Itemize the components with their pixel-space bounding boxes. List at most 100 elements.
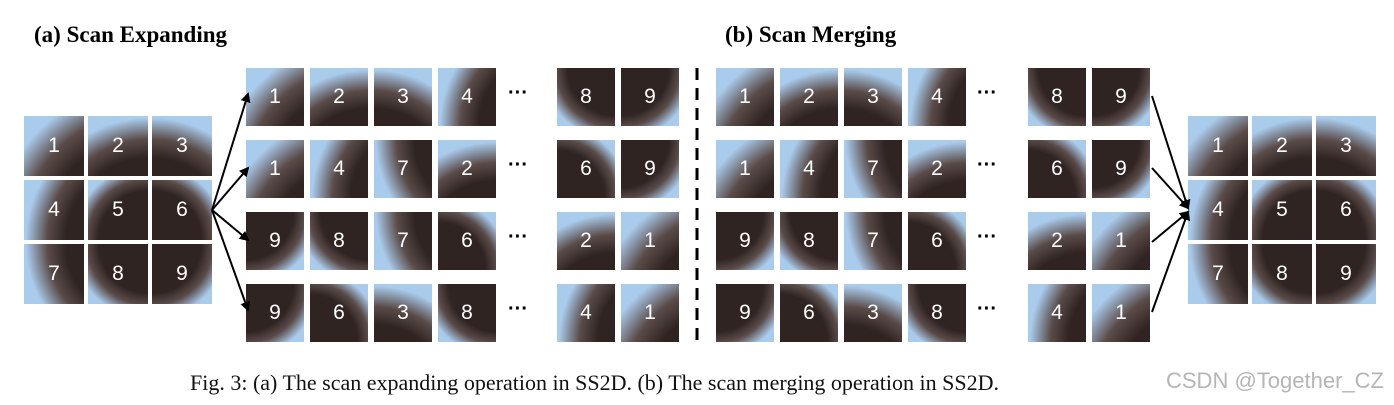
- source-grid-tile-6: 6: [152, 180, 212, 240]
- merge-seq4-tail-2: 1: [1092, 284, 1150, 342]
- tile-label: 8: [112, 262, 124, 285]
- tile-label: 1: [644, 301, 656, 324]
- tile-label: 3: [397, 85, 409, 108]
- tile-label: 1: [269, 157, 281, 180]
- expand-seq2-tail-2: 9: [621, 140, 679, 198]
- tile-label: 2: [333, 85, 345, 108]
- tile-label: 7: [1212, 262, 1224, 285]
- expand-seq2-ellipsis: ···: [508, 154, 528, 176]
- tile-label: 7: [397, 157, 409, 180]
- tile-label: 3: [1340, 134, 1352, 157]
- merge-seq1-tail-2: 9: [1092, 68, 1150, 126]
- merge-arrow-3: [1151, 210, 1190, 243]
- watermark: CSDN @Together_CZ: [1166, 368, 1384, 393]
- expand-seq3-tile-4: 6: [438, 212, 496, 270]
- merge-seq3-tile-4: 6: [908, 212, 966, 270]
- expand-seq4-tile-4: 8: [438, 284, 496, 342]
- tile-label: 7: [867, 229, 879, 252]
- tile-label: 1: [1115, 301, 1127, 324]
- tile-label: 6: [803, 301, 815, 324]
- tile-label: 9: [644, 85, 656, 108]
- merge-seq1-tile-1: 1: [716, 68, 774, 126]
- expand-seq1-tile-4: 4: [438, 68, 496, 126]
- source-grid-tile-3: 3: [152, 116, 212, 176]
- source-grid-tile-7: 7: [24, 244, 84, 304]
- expand-seq1-tile-3: 3: [374, 68, 432, 126]
- tile-label: 5: [112, 198, 124, 221]
- tile-label: 2: [112, 134, 124, 157]
- expand-seq2-tile-2: 4: [310, 140, 368, 198]
- merge-seq4-tile-1: 9: [716, 284, 774, 342]
- merge-seq3-tile-1: 9: [716, 212, 774, 270]
- expand-seq1-ellipsis: ···: [508, 82, 528, 104]
- merged-grid-tile-9: 9: [1316, 244, 1376, 304]
- tile-label: 9: [1340, 262, 1352, 285]
- tile-label: 7: [867, 157, 879, 180]
- tile-label: 4: [48, 198, 60, 221]
- source-grid-tile-4: 4: [24, 180, 84, 240]
- tile-label: 8: [1276, 262, 1288, 285]
- source-grid-tile-8: 8: [88, 244, 148, 304]
- panel-a-title: (a) Scan Expanding: [34, 22, 228, 47]
- expand-seq3-tile-2: 8: [310, 212, 368, 270]
- expand-seq1-tile-1: 1: [246, 68, 304, 126]
- merge-seq2-tail-1: 6: [1028, 140, 1086, 198]
- merged-grid-tile-3: 3: [1316, 116, 1376, 176]
- merge-seq2-tile-1: 1: [716, 140, 774, 198]
- tile-label: 2: [1276, 134, 1288, 157]
- tile-label: 1: [1212, 134, 1224, 157]
- expand-seq4-tail-2: 1: [621, 284, 679, 342]
- expand-seq3-tail-2: 1: [621, 212, 679, 270]
- source-grid-tile-1: 1: [24, 116, 84, 176]
- expand-seq3-tail-1: 2: [557, 212, 615, 270]
- tile-label: 6: [176, 198, 188, 221]
- panel-b-title: (b) Scan Merging: [725, 22, 897, 47]
- tile-label: 1: [739, 85, 751, 108]
- tile-label: 1: [1115, 229, 1127, 252]
- tile-label: 1: [644, 229, 656, 252]
- merge-seq3-tail-2: 1: [1092, 212, 1150, 270]
- tile-label: 9: [269, 229, 281, 252]
- tile-label: 4: [1051, 301, 1063, 324]
- expand-seq3-ellipsis: ···: [508, 226, 528, 248]
- merge-seq3-tail-1: 2: [1028, 212, 1086, 270]
- merge-seq4-tail-1: 4: [1028, 284, 1086, 342]
- figure-caption: Fig. 3: (a) The scan expanding operation…: [190, 370, 999, 395]
- merged-grid-tile-7: 7: [1188, 244, 1248, 304]
- tile-label: 9: [1115, 157, 1127, 180]
- tile-label: 3: [176, 134, 188, 157]
- merge-seq3-ellipsis: ···: [977, 226, 997, 248]
- expand-seq1-tail-1: 8: [557, 68, 615, 126]
- merge-arrow-2: [1151, 167, 1190, 210]
- tile-label: 1: [48, 134, 60, 157]
- expand-seq2-tail-1: 6: [557, 140, 615, 198]
- merge-seq4-ellipsis: ···: [977, 298, 997, 320]
- merge-seq1-ellipsis: ···: [977, 82, 997, 104]
- expand-arrow-1: [211, 92, 251, 211]
- tile-label: 7: [397, 229, 409, 252]
- merged-grid-tile-6: 6: [1316, 180, 1376, 240]
- merge-seq2-tile-4: 2: [908, 140, 966, 198]
- expand-seq3-tile-1: 9: [246, 212, 304, 270]
- tile-label: 2: [1051, 229, 1063, 252]
- tile-label: 4: [580, 301, 592, 324]
- tile-label: 3: [867, 85, 879, 108]
- expand-seq1-tail-2: 9: [621, 68, 679, 126]
- tile-label: 6: [1051, 157, 1063, 180]
- expand-arrow-2: [211, 166, 250, 211]
- tile-label: 9: [739, 301, 751, 324]
- merge-arrow-4: [1151, 210, 1190, 313]
- merge-seq1-tile-3: 3: [844, 68, 902, 126]
- tile-label: 9: [644, 157, 656, 180]
- tile-label: 6: [461, 229, 473, 252]
- tile-label: 2: [803, 85, 815, 108]
- tile-label: 9: [739, 229, 751, 252]
- tile-label: 8: [1051, 85, 1063, 108]
- tile-label: 8: [580, 85, 592, 108]
- merged-grid-tile-5: 5: [1252, 180, 1312, 240]
- expand-arrow-4: [211, 209, 250, 312]
- expand-seq2-tile-3: 7: [374, 140, 432, 198]
- merged-grid-tile-1: 1: [1188, 116, 1248, 176]
- tile-label: 4: [333, 157, 345, 180]
- expand-arrow-3: [211, 209, 250, 242]
